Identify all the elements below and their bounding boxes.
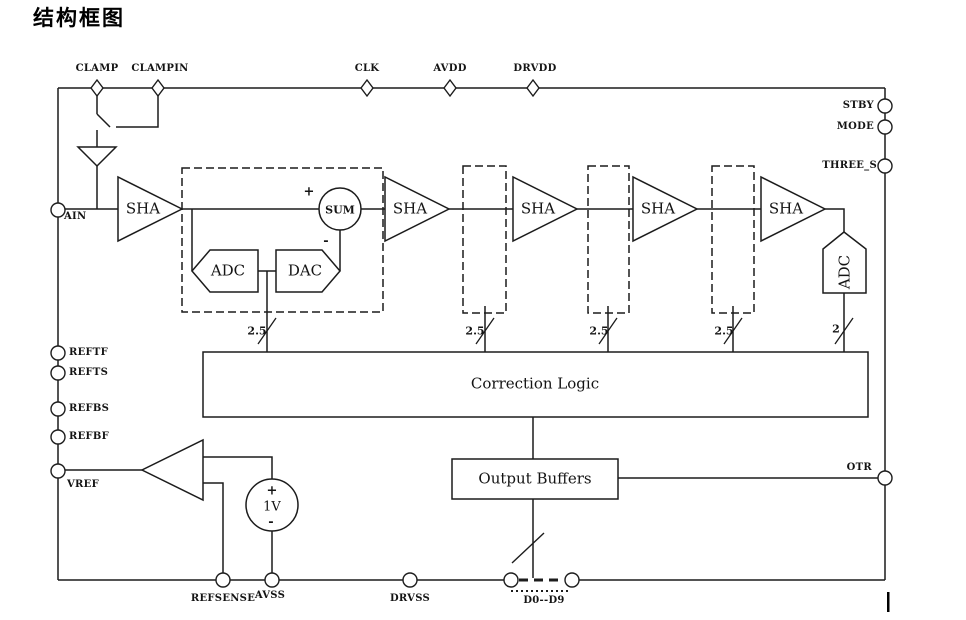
pin-label-otr: OTR [846,462,872,473]
pin-label-ain: AIN [64,211,87,222]
pin-clamp-marker [90,78,104,98]
reference-wires [58,456,273,580]
ref-source-label: 1V [263,499,281,515]
stage1-dac-shape [275,249,341,293]
bus-width-stage3: 2.5 [589,324,609,338]
bus-slash-marks [257,317,854,345]
pin-label-refts: REFTS [69,367,109,378]
pin-label-avdd: AVDD [433,63,467,74]
sum-plus-sign: + [303,184,315,200]
pin-three-s-marker [877,158,893,174]
pin-label-vref: VREF [67,479,99,490]
pin-mode-marker [877,119,893,135]
correction-logic-box [202,351,869,418]
pin-d0-marker [503,572,519,588]
pin-ain-marker [50,202,66,218]
pin-label-clamp: CLAMP [75,63,119,74]
pin-avss-marker [264,572,280,588]
final-adc-label: ADC [835,254,854,290]
pin-label-data-bus: D0--D9 [523,595,565,606]
pin-label-stby: STBY [842,100,874,111]
stage1-adc-shape [191,249,259,293]
stage4-dashed-box [711,165,755,314]
pin-d9-marker [564,572,580,588]
pin-drvss-marker [402,572,418,588]
pin-label-three-s: THREE_S [822,160,877,171]
bus-width-stage4: 2.5 [714,324,734,338]
pin-avdd-marker [443,78,457,98]
clamp-amp-triangle [76,146,118,168]
stage1-adc-label: ADC [210,261,246,280]
pin-label-refbs: REFBS [69,403,110,414]
pin-refbs-marker [50,401,66,417]
sha3-triangle [512,175,579,243]
ref-1v-source-circle [245,478,299,532]
sum-label: SUM [325,203,355,217]
sha2-label: SHA [392,199,428,218]
stage3-dashed-box [587,165,630,314]
pin-stby-marker [877,98,893,114]
sha3-label: SHA [520,199,556,218]
ref-plus-sign: + [266,483,278,499]
pin-label-avss: AVSS [254,590,286,601]
bus-width-final: 2 [832,322,840,336]
pin-label-reftf: REFTF [69,347,109,358]
pin-reftf-marker [50,345,66,361]
pin-label-refbf: REFBF [69,431,110,442]
pin-otr-marker [877,470,893,486]
sha2-triangle [384,175,451,243]
stage1-internal-wires [191,209,341,352]
bus-width-stage1: 2.5 [247,324,267,338]
sha4-label: SHA [640,199,676,218]
pin-drvdd-marker [526,78,540,98]
sum-minus-sign: - [323,233,329,249]
pin-markers [50,98,893,588]
pin-vref-marker [50,463,66,479]
pin-label-clk: CLK [354,63,380,74]
output-wires [532,417,885,578]
pin-label-mode: MODE [836,121,874,132]
correction-logic-label: Correction Logic [470,374,600,393]
stage1-dashed-box [181,167,384,313]
sha1-triangle [117,175,184,243]
signal-path [58,208,845,232]
sha5-label: SHA [768,199,804,218]
output-buffers-label: Output Buffers [478,469,592,488]
sha4-triangle [632,175,699,243]
stage2-dashed-box [462,165,507,314]
sum-node-circle [318,187,362,231]
top-pin-markers [90,78,540,98]
sha5-triangle [760,175,827,243]
output-buffers-box [451,458,619,500]
pin-clampin-marker [151,78,165,98]
figure-title: 结构框图 [33,6,125,30]
clamp-wires [96,95,159,209]
ref-minus-sign: - [268,514,274,530]
chip-border [57,87,886,581]
pin-label-drvss: DRVSS [389,593,431,604]
vref-amp-triangle [140,438,204,502]
pin-label-refsense: REFSENSE [190,593,256,604]
stage1-dac-label: DAC [287,261,323,280]
bus-width-stage2: 2.5 [465,324,485,338]
pin-clk-marker [360,78,374,98]
pin-refbf-marker [50,429,66,445]
pin-refsense-marker [215,572,231,588]
sha1-label: SHA [125,199,161,218]
pin-label-clampin: CLAMPIN [131,63,189,74]
pin-refts-marker [50,365,66,381]
pin-label-drvdd: DRVDD [513,63,557,74]
output-bus-slash [511,532,545,564]
text-cursor-mark [887,592,890,612]
stage-bus-lines [484,293,845,352]
